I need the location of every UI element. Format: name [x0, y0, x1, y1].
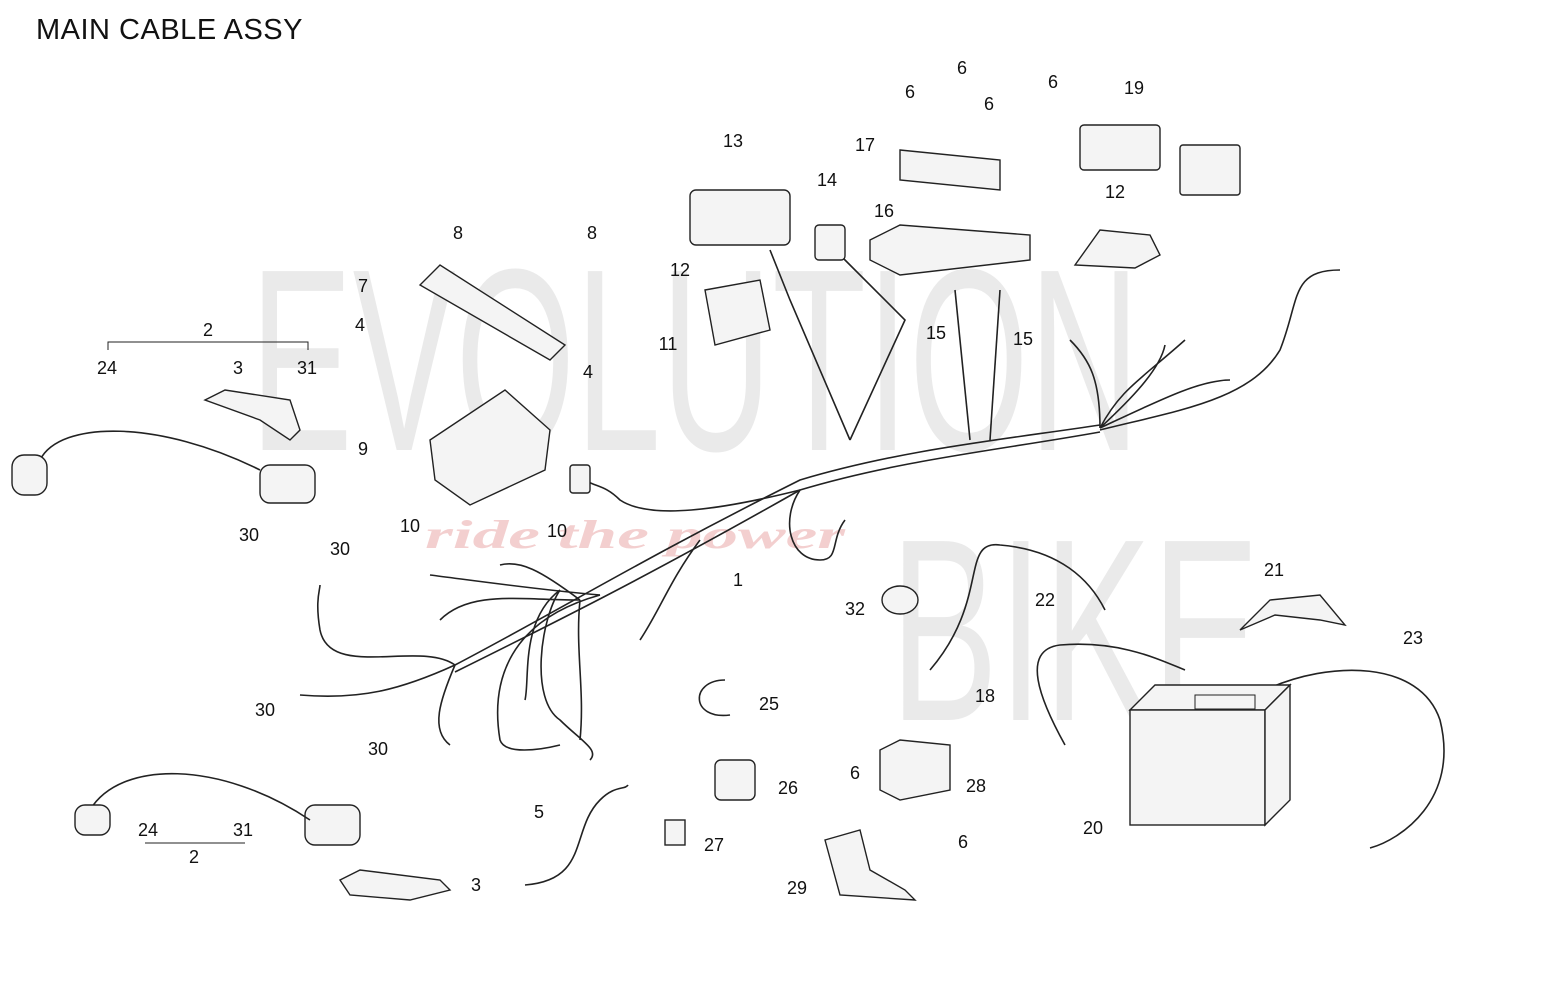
callout-30: 30 [368, 739, 388, 759]
callout-25: 25 [759, 694, 779, 714]
callout-27: 27 [704, 835, 724, 855]
callout-24: 24 [97, 358, 117, 378]
callout-30: 30 [255, 700, 275, 720]
battery [1128, 683, 1292, 827]
callout-10: 10 [547, 521, 567, 541]
callout-24: 24 [138, 820, 158, 840]
callout-16: 16 [874, 201, 894, 221]
callout-13: 13 [723, 131, 743, 151]
bracket-lines [107, 341, 309, 844]
components [11, 124, 1347, 901]
callout-12: 12 [670, 260, 690, 280]
callout-4: 4 [583, 362, 593, 382]
callout-10: 10 [400, 516, 420, 536]
watermark-tagline: ride the power [425, 512, 846, 557]
callout-26: 26 [778, 778, 798, 798]
callout-8: 8 [587, 223, 597, 243]
main-harness [299, 249, 1445, 886]
callout-17: 17 [855, 135, 875, 155]
callout-31: 31 [297, 358, 317, 378]
callout-22: 22 [1035, 590, 1055, 610]
callout-9: 9 [358, 439, 368, 459]
callout-1: 1 [733, 570, 743, 590]
callout-6: 6 [958, 832, 968, 852]
callout-30: 30 [239, 525, 259, 545]
callout-30: 30 [330, 539, 350, 559]
callout-6: 6 [957, 58, 967, 78]
callout-5: 5 [534, 802, 544, 822]
callout-3: 3 [233, 358, 243, 378]
callout-6: 6 [1048, 72, 1058, 92]
callout-15: 15 [1013, 329, 1033, 349]
callout-14: 14 [817, 170, 837, 190]
callout-6: 6 [905, 82, 915, 102]
callout-2: 2 [189, 847, 199, 867]
callout-29: 29 [787, 878, 807, 898]
callout-31: 31 [233, 820, 253, 840]
diagram-title: MAIN CABLE ASSY [36, 14, 303, 46]
callout-11: 11 [659, 334, 678, 354]
callout-32: 32 [845, 599, 865, 619]
callout-3: 3 [471, 875, 481, 895]
callout-28: 28 [966, 776, 986, 796]
callout-6: 6 [850, 763, 860, 783]
callout-6: 6 [984, 94, 994, 114]
callout-20: 20 [1083, 818, 1103, 838]
callout-8: 8 [453, 223, 463, 243]
callout-18: 18 [975, 686, 995, 706]
callout-2: 2 [203, 320, 213, 340]
callout-19: 19 [1124, 78, 1144, 98]
callout-23: 23 [1403, 628, 1423, 648]
callout-15: 15 [926, 323, 946, 343]
callout-21: 21 [1264, 560, 1284, 580]
callout-4: 4 [355, 315, 365, 335]
callout-12: 12 [1105, 182, 1125, 202]
callout-7: 7 [358, 276, 368, 296]
